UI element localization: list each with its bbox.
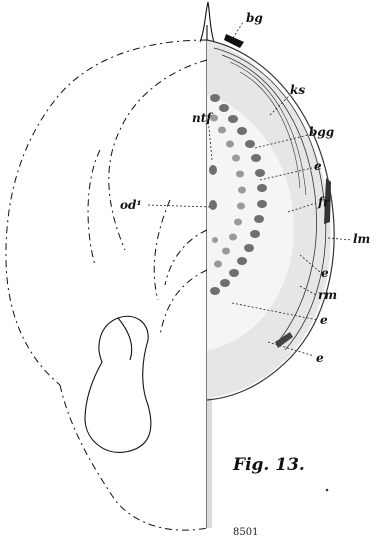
label-ntf: ntf — [192, 111, 213, 125]
label-fr: fr — [317, 195, 331, 209]
label-bg: bg — [246, 11, 263, 25]
label-e-middle: e — [321, 266, 329, 280]
label-e-bottom: e — [316, 351, 324, 365]
label-e-lower: e — [320, 313, 328, 327]
stray-dot — [326, 489, 329, 492]
left-half-outline — [6, 40, 207, 385]
label-od: od¹ — [120, 198, 142, 212]
label-rm: rm — [318, 288, 337, 302]
figure-code: 8501 — [233, 527, 258, 538]
figure-caption: Fig. 13. — [232, 455, 305, 475]
label-lm: lm — [353, 232, 370, 246]
left-lower-lobe — [85, 316, 151, 452]
label-e-upper: e — [314, 159, 322, 173]
lower-left-contour — [60, 385, 207, 530]
label-ks: ks — [290, 83, 305, 97]
label-bgg: bgg — [309, 125, 334, 139]
